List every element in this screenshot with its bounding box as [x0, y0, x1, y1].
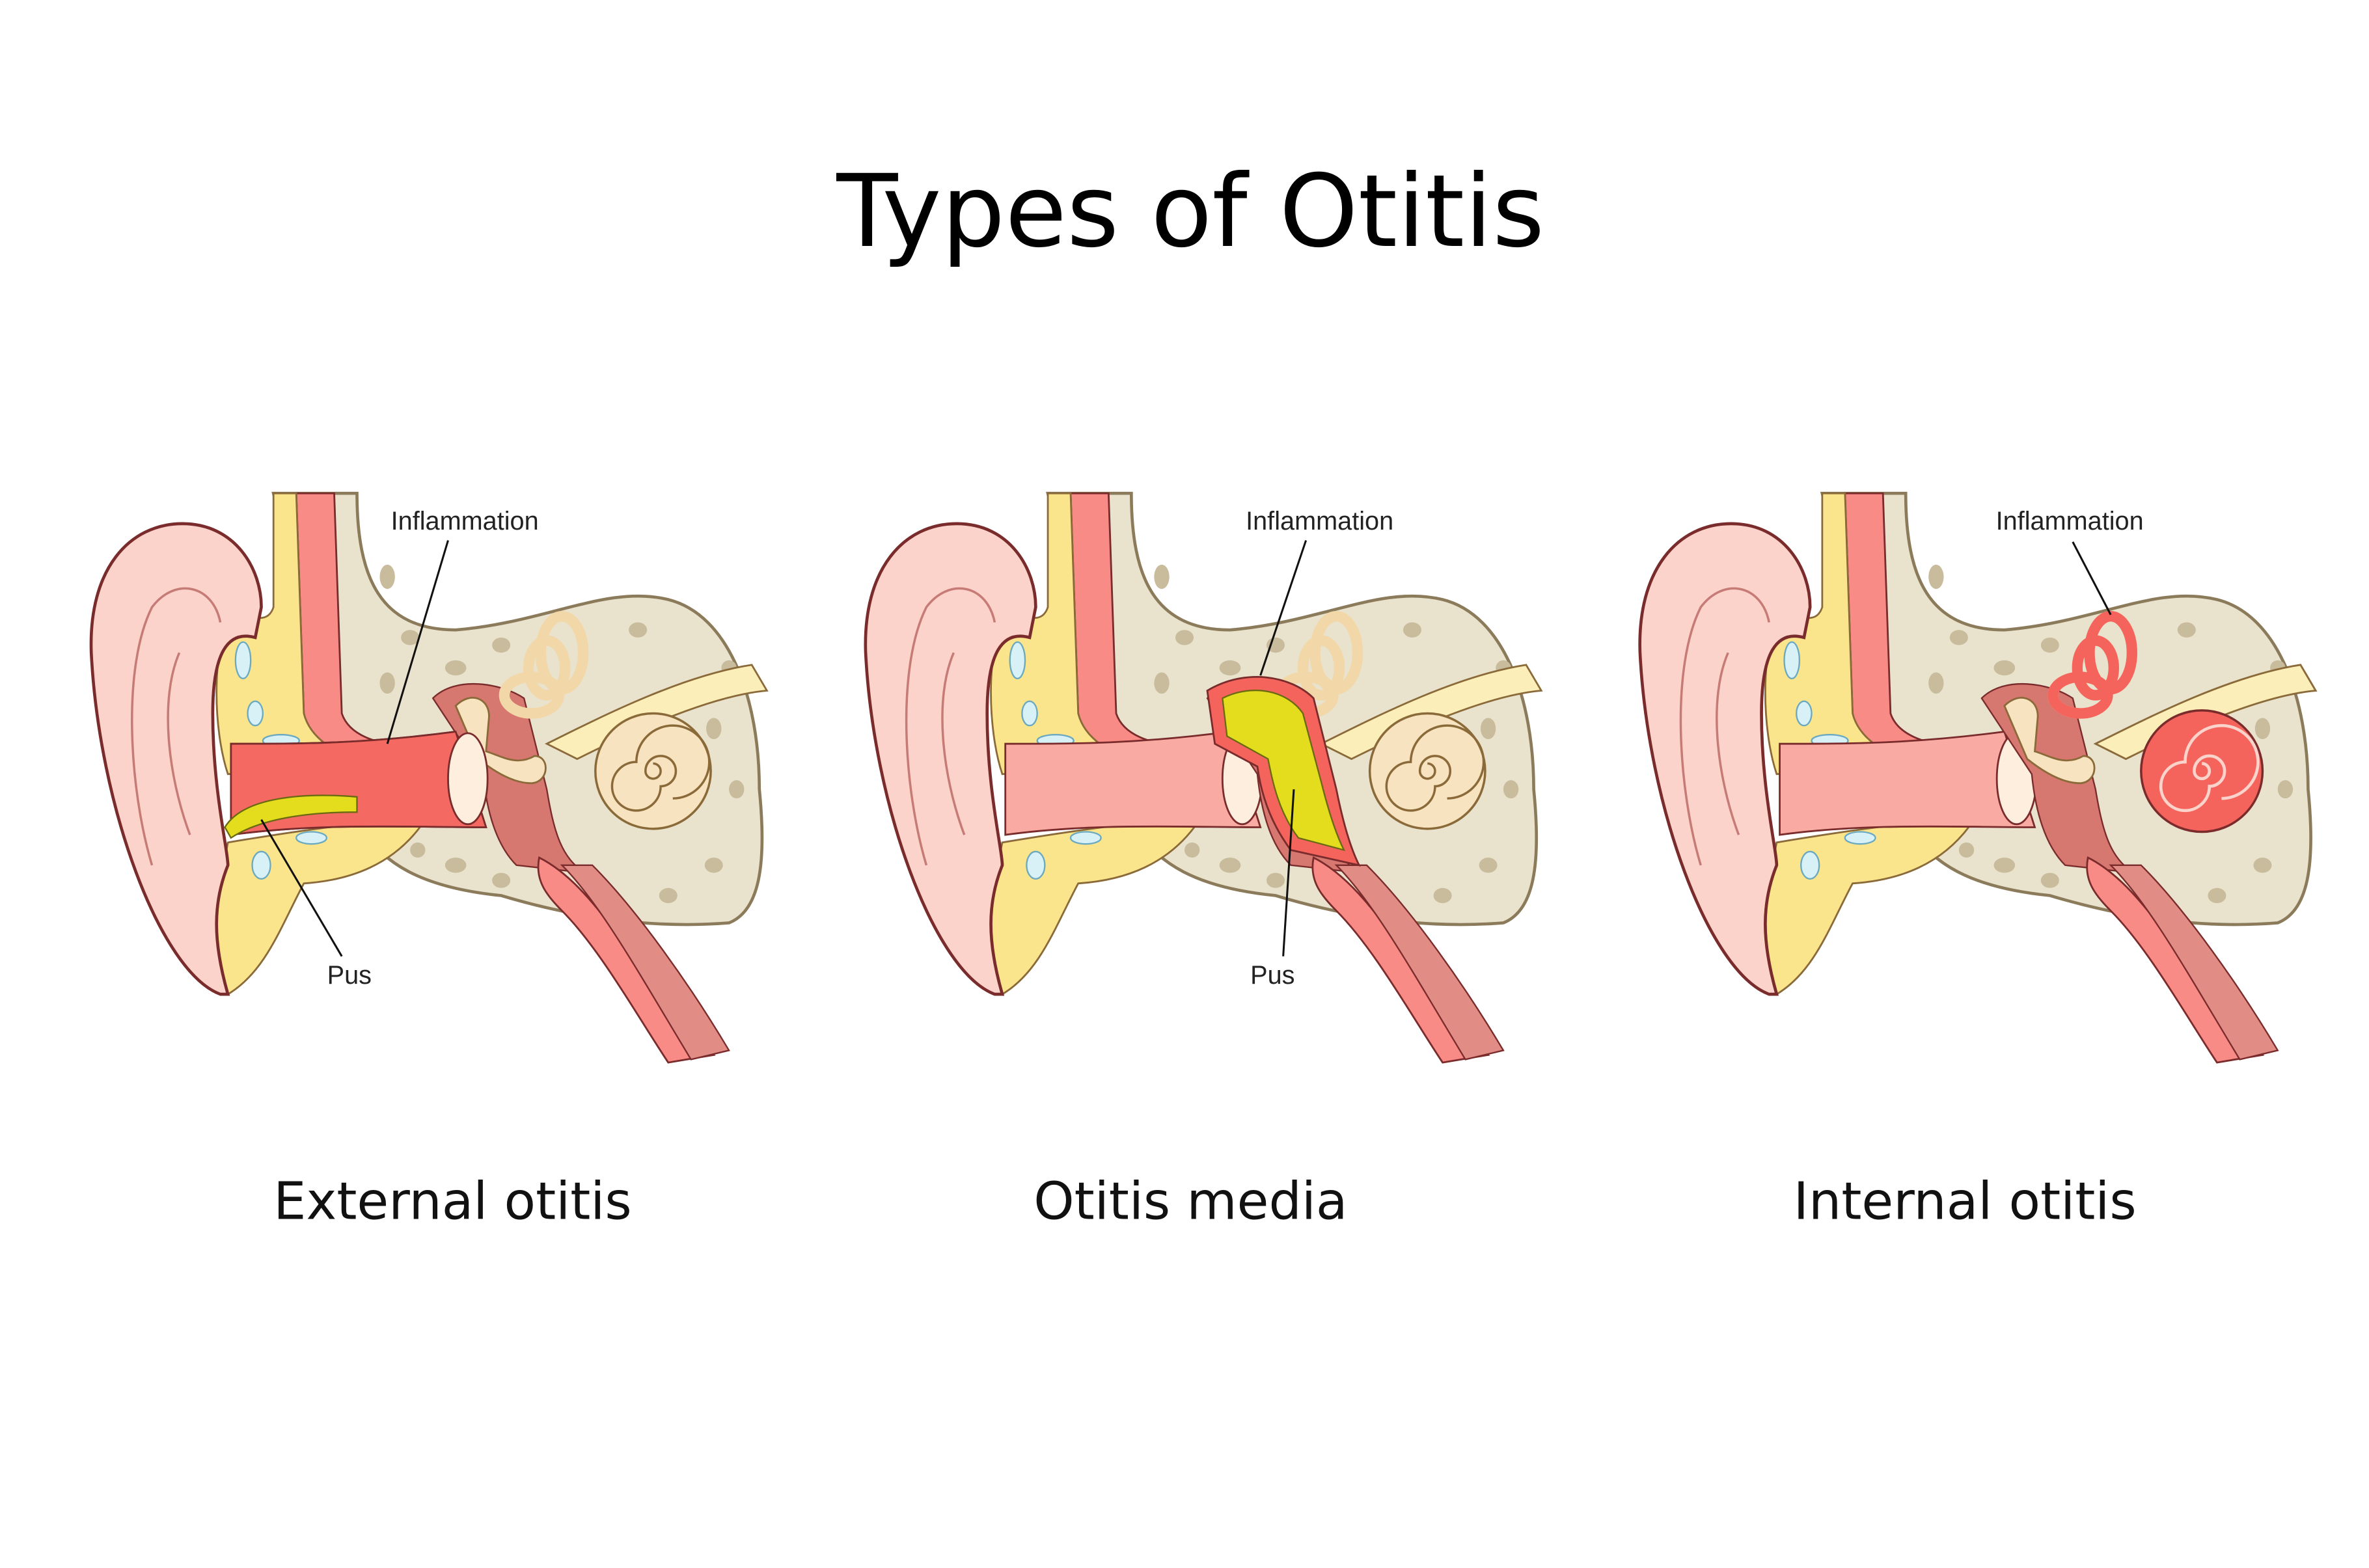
label-pus: Pus: [327, 961, 372, 990]
eardrum: [447, 732, 489, 826]
caption-internal-otitis: Internal otitis: [1794, 1170, 2137, 1231]
cochlea-spiral: [2159, 723, 2260, 813]
page-title: Types of Otitis: [836, 154, 1544, 270]
label-inflammation: Inflammation: [1996, 507, 2144, 535]
panel-otitis-media: Inflammation Pus Otitis media: [866, 493, 1541, 1231]
pus-middle-ear: [1222, 689, 1346, 852]
label-inflammation: Inflammation: [391, 507, 539, 535]
panel-external-otitis: Inflammation Pus External otitis: [91, 493, 767, 1231]
label-pus: Pus: [1250, 961, 1294, 990]
pointer-line: [2072, 541, 2112, 615]
pointer-line: [1282, 789, 1295, 956]
pointer-line: [260, 819, 343, 957]
caption-otitis-media: Otitis media: [1034, 1170, 1347, 1231]
inflamed-semicircular-canals: [2047, 611, 2137, 719]
pus: [224, 794, 358, 839]
panel-internal-otitis: Inflammation Internal otitis: [1640, 493, 2316, 1231]
inflamed-cochlea: [2140, 709, 2264, 833]
caption-external-otitis: External otitis: [273, 1170, 631, 1231]
ear-illustration: [866, 493, 1541, 1062]
pointer-line: [386, 540, 449, 744]
label-inflammation: Inflammation: [1246, 507, 1393, 535]
pointer-line: [1259, 540, 1308, 676]
